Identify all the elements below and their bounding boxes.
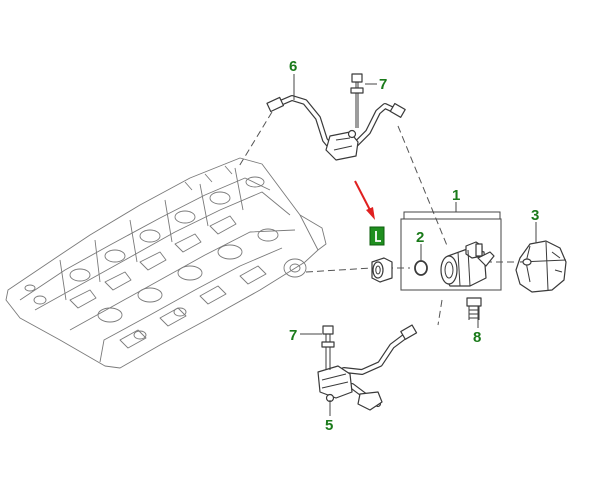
callout-7-upper: 7 [379, 76, 387, 93]
callout-labels: 1 2 3 4 5 6 7 7 8 [289, 58, 539, 434]
cylinder-head [5, 157, 327, 369]
callout-2: 2 [416, 229, 424, 246]
callout-6: 6 [289, 58, 297, 75]
callout-3: 3 [531, 207, 539, 224]
fuel-line-upper [266, 95, 406, 161]
part-2-o-ring [414, 260, 428, 276]
indicator-arrow [354, 180, 375, 220]
callout-1: 1 [452, 187, 460, 204]
fuel-line-lower [317, 324, 418, 411]
stud-bolt-upper [350, 73, 364, 128]
part-8-mounting-bolt [466, 297, 482, 320]
stud-bolt-lower [321, 325, 335, 370]
callout-7-lower: 7 [289, 327, 297, 344]
leader-lines [293, 74, 537, 416]
part-3-pump-cover [515, 240, 567, 293]
callout-5: 5 [325, 417, 333, 434]
callout-8: 8 [473, 329, 481, 346]
part-1-fuel-pump-assembly [400, 218, 502, 291]
part-4-sealing-sleeve [369, 226, 393, 283]
